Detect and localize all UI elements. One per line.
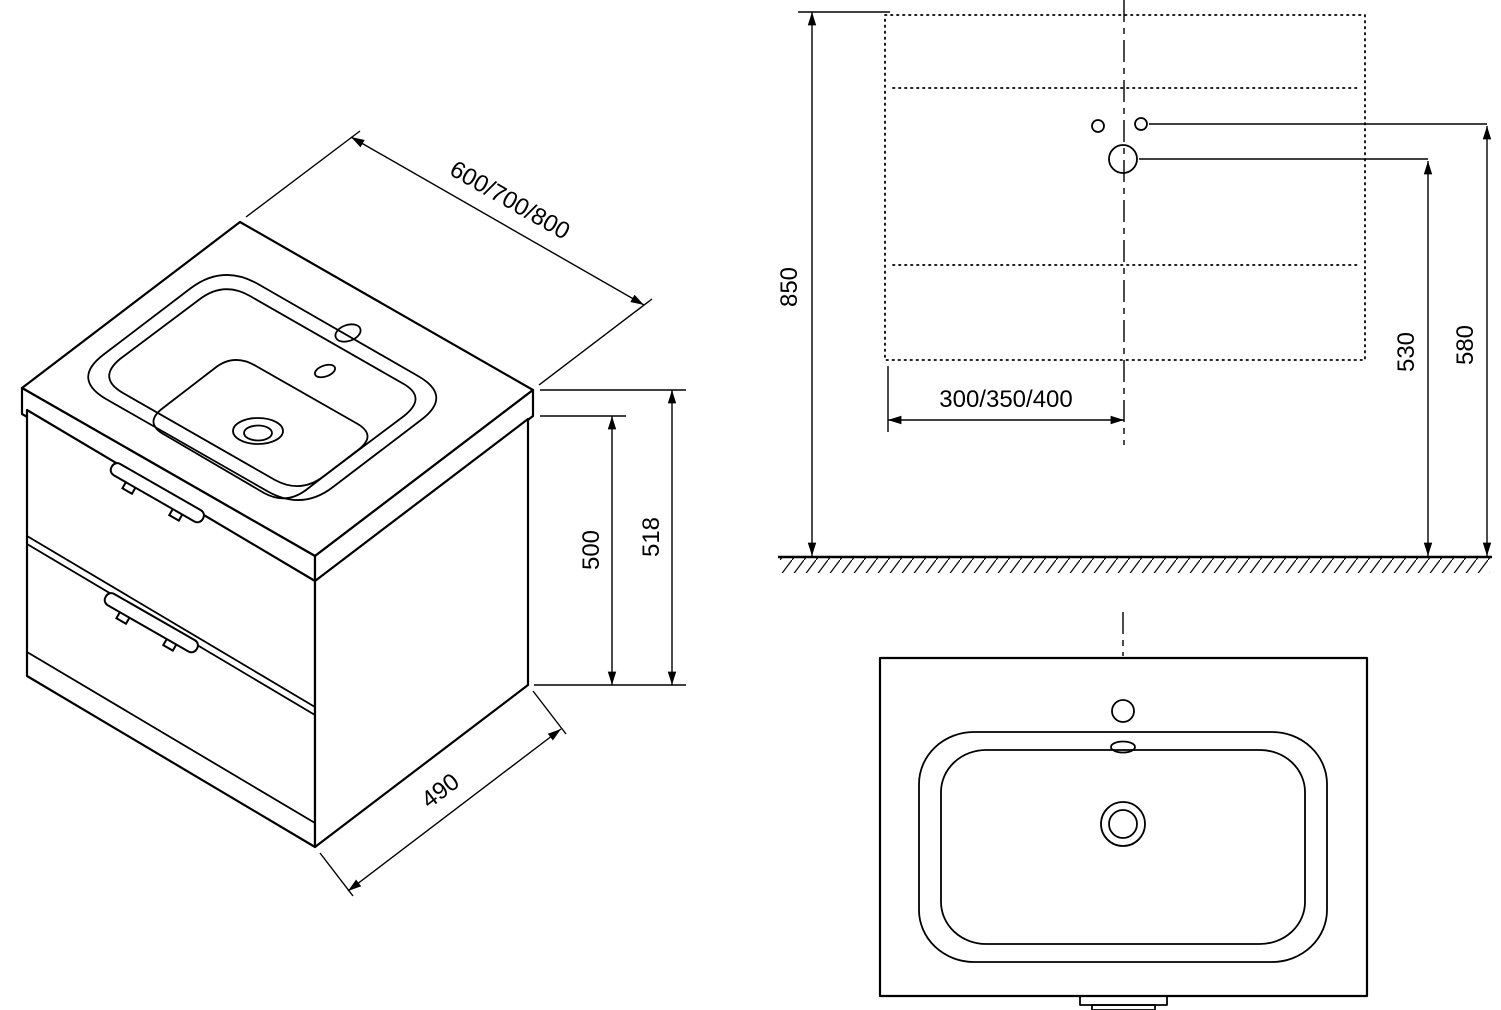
dim-850-label: 850 <box>776 267 803 307</box>
mounting-hole-left <box>1091 119 1105 133</box>
drain-inner <box>243 424 273 442</box>
dim-580-label: 580 <box>1452 325 1479 365</box>
drawer-handle-top <box>109 462 205 524</box>
back-fitting-inner <box>1091 1004 1156 1010</box>
drain-inner-plan <box>1108 809 1138 839</box>
overflow-hole <box>314 363 336 379</box>
dim-total-height: 518 <box>534 389 686 686</box>
extension-line <box>319 852 354 897</box>
dimension-line <box>350 136 645 306</box>
back-fitting-outer <box>1079 995 1168 1006</box>
basin-outer-plan <box>918 731 1328 963</box>
basin-outer-rim <box>87 274 438 501</box>
isometric-view: 600/700/800 518 500 490 <box>20 130 686 897</box>
cabinet-outline-dotted <box>884 14 1366 361</box>
handle-bar <box>109 462 205 524</box>
basin-inner-rim <box>108 288 417 487</box>
countertop-right-edge <box>313 388 535 584</box>
dim-height-530: 530 <box>1393 161 1433 556</box>
dim-530-label: 530 <box>1393 332 1420 372</box>
extension-line <box>532 690 567 735</box>
drawer-bottom-line <box>26 651 316 824</box>
basin-inner-plan <box>940 749 1306 945</box>
faucet-hole-plan <box>1111 699 1135 723</box>
extension-line <box>245 130 361 218</box>
drawer-handle-bottom <box>103 592 199 654</box>
dimension-line <box>347 728 562 892</box>
floor-hatch <box>780 558 1490 573</box>
dim-cabinet-height-label: 500 <box>578 530 605 570</box>
front-view: 850 530 580 300/350/400 <box>776 0 1492 573</box>
basin-bottom-contour <box>152 359 369 500</box>
drain-outer <box>232 417 284 445</box>
dim-total-height-label: 518 <box>638 517 665 557</box>
overflow-hole-plan <box>1110 740 1136 754</box>
dim-width-label: 600/700/800 <box>445 156 574 246</box>
extension-line <box>538 298 653 386</box>
drain-outer-plan <box>1100 801 1146 847</box>
handle-bar <box>103 592 199 654</box>
drawer-gap-line <box>26 535 316 708</box>
mounting-hole-right <box>1134 117 1148 131</box>
countertop-plan-outline <box>878 656 1369 998</box>
dim-center-offset-label: 300/350/400 <box>939 386 1072 413</box>
plan-view <box>878 612 1369 1010</box>
faucet-hole-front <box>1108 144 1138 174</box>
dim-height-850: 850 <box>776 11 890 556</box>
dim-height-580: 580 <box>1452 125 1492 556</box>
faucet-hole <box>334 323 362 343</box>
dim-cabinet-height: 500 <box>540 415 626 685</box>
dim-center-offset: 300/350/400 <box>887 366 1124 432</box>
